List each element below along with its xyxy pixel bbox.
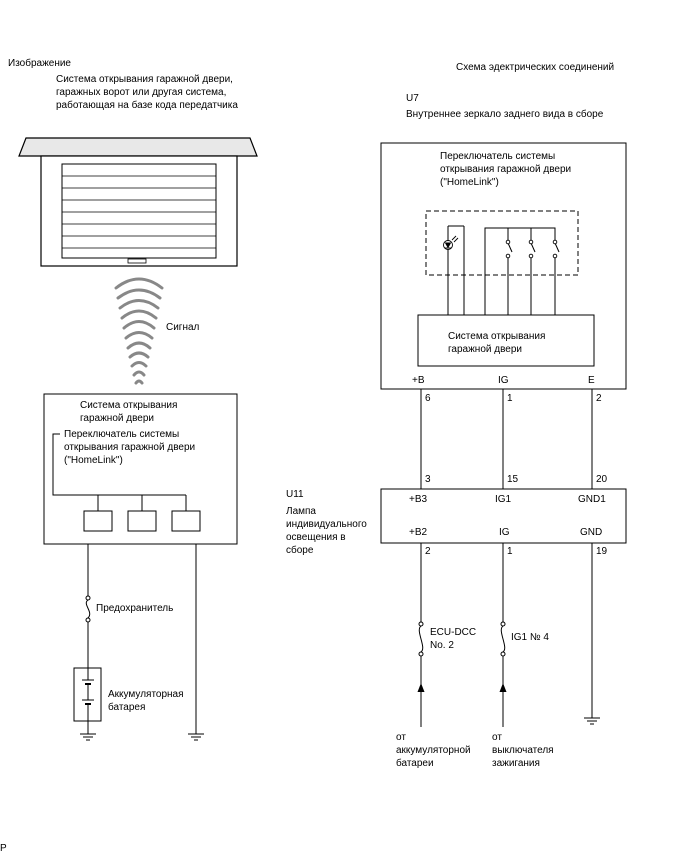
left-wires [87, 544, 197, 734]
switch-circuit [447, 225, 560, 315]
u11-pin-ig: IG [499, 527, 510, 538]
u11-pin-b2: +B2 [409, 527, 428, 538]
schema-title: Схема эдектрических соединений [456, 62, 614, 73]
fuse-icon [500, 621, 506, 657]
u11-name-2: индивидуального [286, 519, 367, 530]
u7-switch-label-3: ("HomeLink") [440, 177, 499, 188]
from-ignition-2: выключателя [492, 745, 554, 756]
u11-name-3: освещения в [286, 532, 346, 543]
u7-pin-b: +B [412, 375, 425, 386]
from-battery-2: аккумуляторной [396, 745, 471, 756]
u11-code: U11 [286, 489, 304, 500]
led-icon [443, 235, 459, 250]
switch-dashed-box [425, 210, 579, 276]
left-switch-label-3: ("HomeLink") [64, 455, 123, 466]
u7-pin-e: E [588, 375, 595, 386]
u7-pin-ig: IG [498, 375, 509, 386]
u7-pin-num-1: 1 [507, 393, 513, 404]
battery-label-2: батарея [108, 701, 145, 713]
u11-pin-num-2: 2 [425, 546, 431, 557]
button-bracket [52, 433, 187, 511]
left-unit-box [43, 393, 238, 545]
arrow-up-icon [417, 683, 425, 692]
u11-pin-ig1: IG1 [495, 494, 512, 505]
u7-pin-num-6: 6 [425, 393, 431, 404]
fuse-label: Предохранитель [96, 603, 173, 614]
image-title: Изображение [8, 57, 71, 69]
u7-inner-label-2: гаражной двери [448, 344, 522, 355]
from-ignition-3: зажигания [492, 758, 540, 769]
fuse1-label-2: No. 2 [430, 640, 454, 651]
homelink-button-1 [83, 510, 113, 532]
u7-code: U7 [406, 93, 419, 104]
fuse1-label-1: ECU-DCC [430, 627, 476, 638]
from-ignition-1: от [492, 732, 502, 743]
desc-line-2: гаражных ворот или другая система, [56, 87, 226, 98]
fuse2-label: IG1 № 4 [511, 632, 549, 643]
left-switch-label-1: Переключатель системы [64, 429, 179, 440]
battery-icon [73, 667, 102, 722]
homelink-button-2 [127, 510, 157, 532]
desc-line-1: Система открывания гаражной двери, [56, 74, 233, 85]
u7-inner-label-1: Система открывания [448, 331, 545, 342]
u7-switch-label-1: Переключатель системы [440, 151, 555, 162]
u11-pin-num-1: 1 [507, 546, 513, 557]
u11-name-4: сборе [286, 544, 314, 556]
arrow-up-icon [499, 683, 507, 692]
u11-name-1: Лампа [286, 506, 316, 517]
battery-label-1: Аккумуляторная [108, 689, 184, 700]
ground-icon [80, 733, 96, 741]
u11-pin-gnd1: GND1 [578, 494, 606, 505]
u7-inner-box [417, 314, 595, 367]
fuse-icon [85, 595, 91, 623]
u11-pin-num-20: 20 [596, 474, 608, 485]
left-unit-title-2: гаражной двери [80, 413, 154, 424]
signal-wave-icon [114, 277, 164, 385]
u11-pin-b3: +B3 [409, 494, 428, 505]
fuse-icon [418, 621, 424, 657]
ground-icon [584, 717, 600, 725]
left-unit-title-1: Система открывания [80, 400, 177, 411]
from-battery-1: от [396, 732, 406, 743]
homelink-button-3 [171, 510, 201, 532]
desc-line-3: работающая на базе кода передатчика [56, 99, 238, 111]
from-battery-3: батареи [396, 757, 434, 769]
u11-pin-gnd: GND [580, 527, 602, 538]
u11-pin-num-3: 3 [425, 474, 431, 485]
ground-icon [188, 733, 204, 741]
interconnect-wires [420, 389, 593, 489]
signal-label: Сигнал [166, 322, 200, 333]
u11-pin-num-19: 19 [596, 546, 608, 557]
corner-letter: P [0, 843, 7, 852]
left-switch-label-2: открывания гаражной двери [64, 442, 195, 453]
u11-pin-num-15: 15 [507, 474, 519, 485]
switch-contacts [505, 239, 558, 259]
u7-name: Внутреннее зеркало заднего вида в сборе [406, 108, 604, 120]
u7-switch-label-2: открывания гаражной двери [440, 164, 571, 175]
garage-icon [18, 137, 258, 267]
u7-pin-num-2: 2 [596, 393, 602, 404]
